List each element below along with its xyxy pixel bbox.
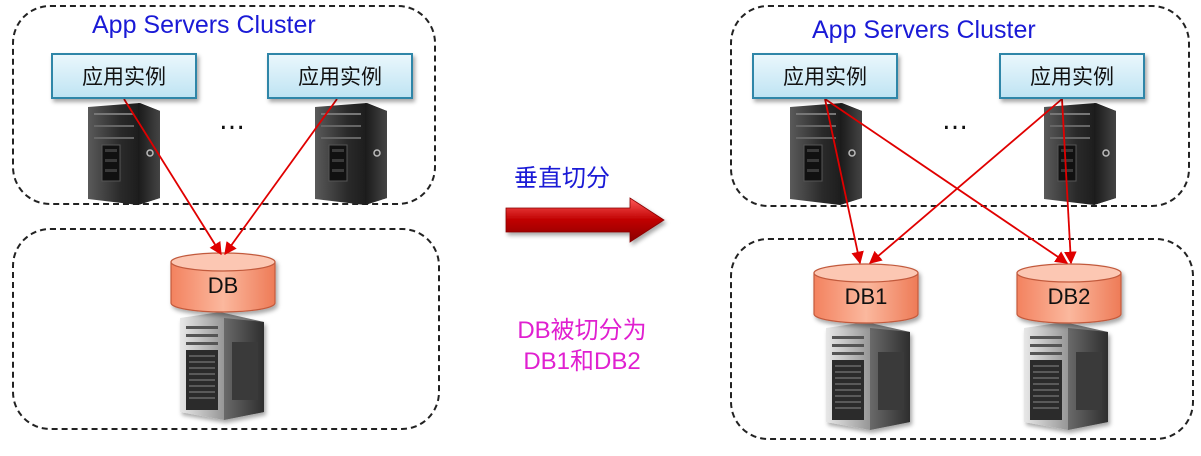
arrow-app1-to-db1 <box>824 98 864 265</box>
arrow-app2-to-db1 <box>869 98 1063 264</box>
left-app-instance-2: 应用实例 <box>267 53 413 99</box>
db1-cylinder <box>813 263 919 324</box>
db2-cylinder <box>1016 263 1122 324</box>
arrow-app1-to-db <box>123 98 222 256</box>
tower-server-icon <box>826 322 910 430</box>
db-label: DB <box>208 273 239 298</box>
db1-label: DB1 <box>845 284 888 309</box>
left-ellipsis: … <box>219 106 247 136</box>
db-cylinder <box>170 252 276 313</box>
rack-server-icon <box>790 103 862 205</box>
right-arrow-icon <box>505 197 665 243</box>
right-db-cluster <box>730 238 1194 440</box>
tower-server-icon <box>180 312 264 420</box>
left-app-instance-1: 应用实例 <box>51 53 197 99</box>
tower-server-icon <box>1024 322 1108 430</box>
rack-server-icon <box>315 103 387 205</box>
left-db-cluster <box>12 228 440 430</box>
rack-server-icon <box>88 103 160 205</box>
db-split-note: DB被切分为 DB1和DB2 <box>492 315 672 377</box>
arrow-app1-to-db2 <box>824 98 1069 264</box>
right-ellipsis: … <box>942 106 970 136</box>
right-app-instance-1: 应用实例 <box>752 53 898 99</box>
arrow-app2-to-db2 <box>1061 98 1077 265</box>
right-app-cluster <box>730 5 1190 207</box>
arrow-app2-to-db <box>224 98 338 256</box>
left-app-cluster <box>12 5 436 205</box>
right-app-instance-2: 应用实例 <box>999 53 1145 99</box>
db-split-note-line-2: DB1和DB2 <box>523 348 641 375</box>
db2-label: DB2 <box>1048 284 1091 309</box>
left-cluster-title: App Servers Cluster <box>92 11 316 39</box>
right-connections <box>824 98 1077 265</box>
left-connections <box>123 98 338 256</box>
db-split-note-line-1: DB被切分为 <box>517 317 647 344</box>
vertical-split-label: 垂直切分 <box>514 164 610 192</box>
right-cluster-title: App Servers Cluster <box>812 16 1036 44</box>
rack-server-icon <box>1044 103 1116 205</box>
